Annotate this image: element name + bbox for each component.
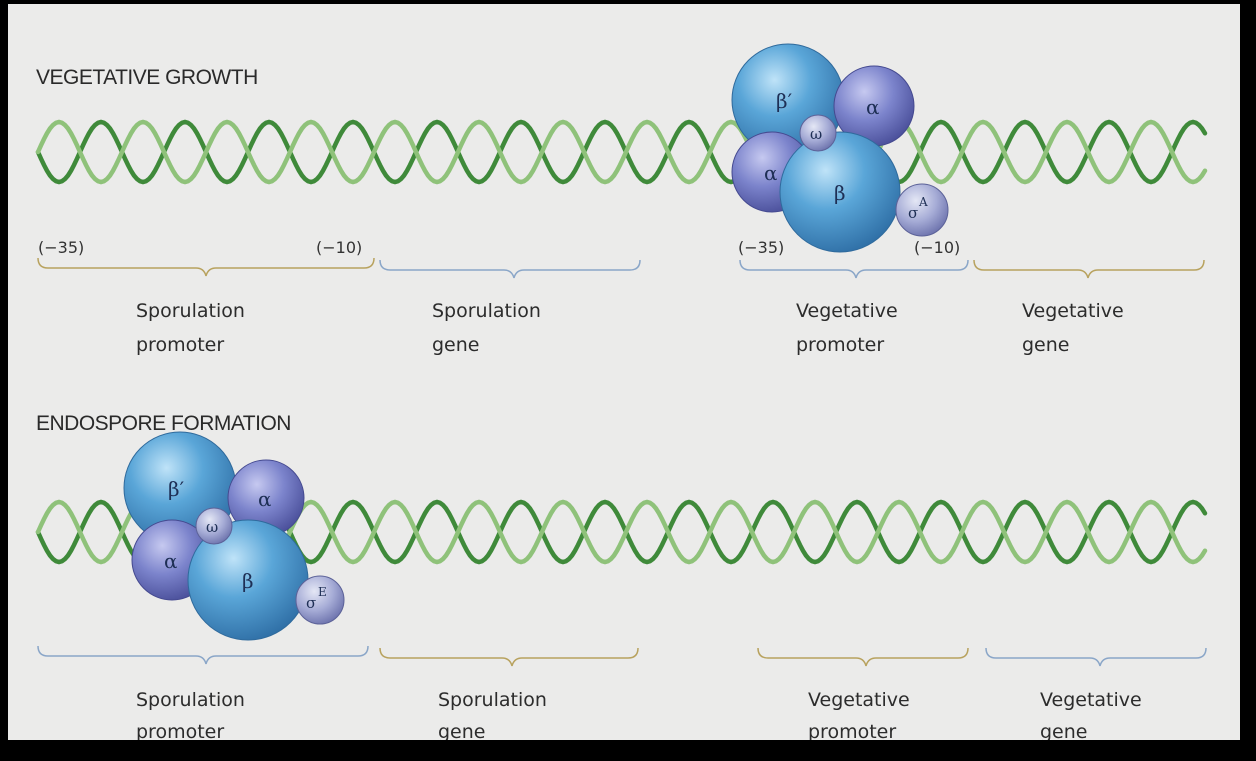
subunit-sigma-e <box>296 576 344 624</box>
brace-vegetative-promoter <box>740 260 968 278</box>
label-vegetative-gene-b2: gene <box>1040 721 1087 740</box>
label-sporulation-gene-1: Sporulation <box>432 300 541 322</box>
endospore-title: ENDOSPORE FORMATION <box>36 412 291 435</box>
diagram-figure: VEGETATIVE GROWTH (−35) (−10) (−35) (−10… <box>8 4 1240 740</box>
label-vegetative-promoter-1: Vegetative <box>796 300 898 322</box>
brace-vegetative-promoter-2 <box>758 648 968 666</box>
position-minus10-vegetative: (−10) <box>914 238 960 257</box>
diagram-canvas: VEGETATIVE GROWTH (−35) (−10) (−35) (−10… <box>8 4 1240 740</box>
label-omega-2: ω <box>206 518 218 536</box>
position-minus10-sporulation: (−10) <box>316 238 362 257</box>
rna-polymerase-sigma-e: β′ α ω α β σ E <box>124 432 344 640</box>
dna-helix-top <box>38 122 1205 182</box>
label-sporulation-promoter-b1: Sporulation <box>136 689 245 711</box>
label-vegetative-promoter-2: promoter <box>796 334 884 356</box>
braces-top <box>38 258 1204 278</box>
label-beta-prime: β′ <box>776 89 793 113</box>
label-sporulation-promoter-2: promoter <box>136 334 224 356</box>
braces-bottom <box>38 646 1206 666</box>
label-beta-2: β <box>242 569 254 593</box>
label-sigma-superscript-2: E <box>318 585 327 599</box>
vegetative-panel: VEGETATIVE GROWTH (−35) (−10) (−35) (−10… <box>36 44 1205 356</box>
dna-top-strand-1 <box>38 122 1205 182</box>
label-alpha-left-2: α <box>164 549 178 573</box>
rna-polymerase-sigma-a: β′ α ω α β σ A <box>732 44 948 252</box>
brace-sporulation-promoter-2 <box>38 646 368 664</box>
label-vegetative-gene-b1: Vegetative <box>1040 689 1142 711</box>
brace-vegetative-gene-2 <box>986 648 1206 666</box>
label-sporulation-gene-b2: gene <box>438 721 485 740</box>
label-alpha-top: α <box>866 95 880 119</box>
label-vegetative-gene-1: Vegetative <box>1022 300 1124 322</box>
label-beta-prime-2: β′ <box>168 477 185 501</box>
label-omega: ω <box>810 125 822 143</box>
label-sigma-2: σ <box>306 594 316 612</box>
label-sigma: σ <box>908 204 918 222</box>
brace-sporulation-gene-2 <box>380 648 638 666</box>
label-vegetative-promoter-b1: Vegetative <box>808 689 910 711</box>
label-sporulation-gene-2: gene <box>432 334 479 356</box>
dna-top-strand-2 <box>38 122 1205 182</box>
brace-sporulation-promoter <box>38 258 374 276</box>
brace-vegetative-gene <box>974 260 1204 278</box>
subunit-sigma-a <box>896 184 948 236</box>
position-minus35-vegetative: (−35) <box>738 238 784 257</box>
label-vegetative-promoter-b2: promoter <box>808 721 896 740</box>
label-sigma-superscript: A <box>918 195 928 209</box>
label-alpha-left: α <box>764 161 778 185</box>
label-vegetative-gene-2: gene <box>1022 334 1069 356</box>
brace-sporulation-gene <box>380 260 640 278</box>
position-minus35-sporulation: (−35) <box>38 238 84 257</box>
vegetative-title: VEGETATIVE GROWTH <box>36 66 258 89</box>
label-alpha-top-2: α <box>258 487 272 511</box>
label-beta: β <box>834 181 846 205</box>
label-sporulation-promoter-b2: promoter <box>136 721 224 740</box>
label-sporulation-gene-b1: Sporulation <box>438 689 547 711</box>
endospore-panel: ENDOSPORE FORMATION Sporulation promoter… <box>36 412 1206 740</box>
label-sporulation-promoter-1: Sporulation <box>136 300 245 322</box>
